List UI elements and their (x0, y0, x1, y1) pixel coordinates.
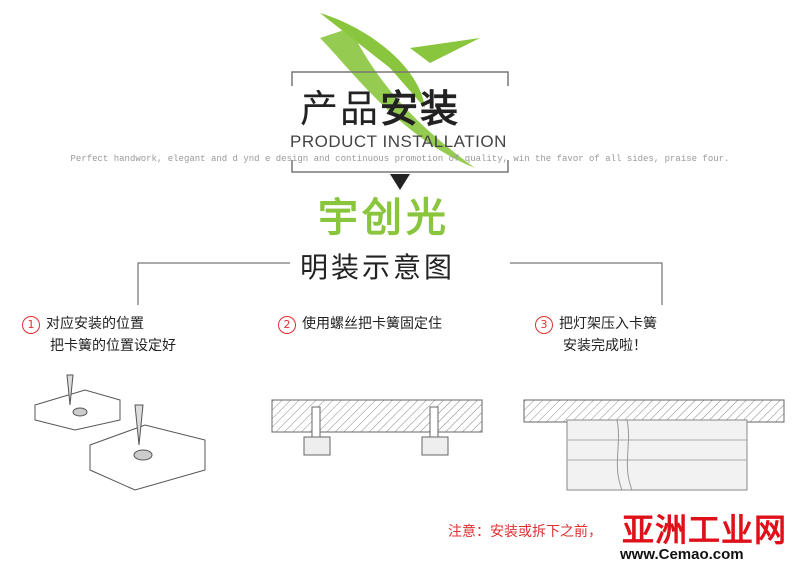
screw-fixing-illustration (271, 399, 483, 456)
step-number: 2 (278, 316, 296, 334)
step-text: 把灯架压入卡簧 (559, 316, 657, 332)
title-bold: 安装 (380, 87, 461, 131)
diagram-title: 明装示意图 (300, 251, 456, 284)
step-text: 把卡簧的位置设定好 (50, 338, 176, 354)
watermark-logo: 亚洲工业网 (622, 511, 788, 549)
step-2: 2 使用螺丝把卡簧固定住 (278, 313, 442, 335)
page-title: 产品安装 (300, 78, 460, 133)
step-3: 3 把灯架压入卡簧 安装完成啦！ (535, 313, 657, 357)
title-bracket (291, 71, 509, 190)
watermark-url: www.Cemao.com (620, 546, 744, 563)
step-text: 安装完成啦！ (563, 338, 647, 354)
page-subtitle: PRODUCT INSTALLATION (290, 132, 507, 151)
step-number: 1 (22, 316, 40, 334)
title-light: 产品 (300, 87, 381, 131)
step-1: 1 对应安装的位置 把卡簧的位置设定好 (22, 313, 176, 357)
step-text: 使用螺丝把卡簧固定住 (302, 316, 442, 332)
leaf-logo (320, 13, 480, 168)
diagram-connector-lines (137, 262, 663, 305)
step-number: 3 (535, 316, 553, 334)
spring-clip-illustration (34, 374, 206, 491)
light-mounted-illustration (523, 399, 785, 491)
step-text: 对应安装的位置 (46, 316, 144, 332)
brand-name: 宇创光 (318, 195, 450, 241)
caution-note: 注意：安装或拆下之前， (448, 524, 602, 540)
tagline: Perfect handwork, elegant and d ynd e de… (70, 154, 730, 164)
